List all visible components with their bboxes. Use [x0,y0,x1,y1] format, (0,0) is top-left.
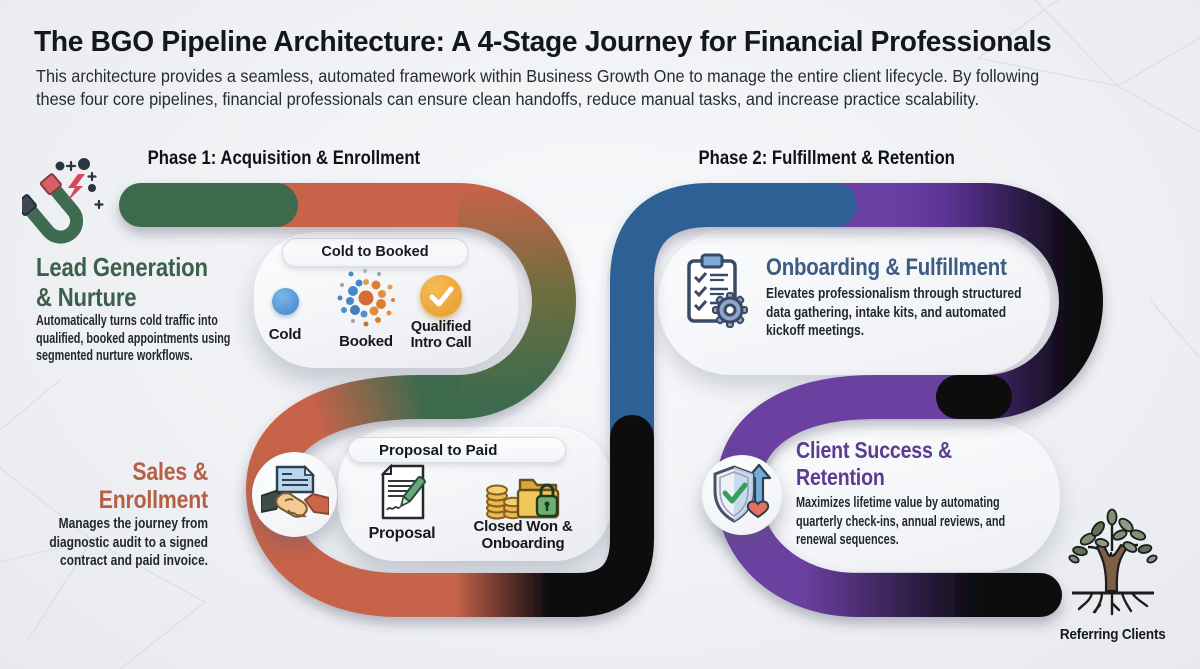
clipboard-gear-icon [687,253,748,328]
page-subtitle-line-1: This architecture provides a seamless, a… [36,66,1040,86]
stage-description-sales-enrollment: Manages the journey from diagnostic audi… [49,515,209,569]
cold-dot-icon [272,288,299,315]
booked-cluster-icon [337,269,395,327]
page-subtitle-line-2: these four core pipelines, financial pro… [36,89,979,109]
callout-title-cold-to-booked: Cold to Booked [282,238,468,267]
qualified-check-icon [420,275,462,317]
callout-title-proposal-to-paid: Proposal to Paid [348,437,566,463]
phase-1-label: Phase 1: Acquisition & Enrollment [147,148,421,169]
phase-2-label: Phase 2: Fulfillment & Retention [698,148,956,169]
stage-chip-label: Booked [339,333,393,350]
closed-won-icon [486,478,560,520]
stage-title-sales-enrollment: Sales & Enrollment [98,458,208,514]
callout-card-proposal-to-paid: Proposal to Paid Proposal [338,427,612,561]
magnet-icon [22,158,104,244]
stage-title-lead-generation: Lead Generation & Nurture [36,252,208,312]
stage-chip-label: Qualified Intro Call [410,319,472,351]
referring-clients-tree-icon [1068,508,1158,616]
proposal-doc-icon [380,464,426,520]
referring-clients-label: Referring Clients [1060,626,1166,643]
stage-chip-label: Closed Won & Onboarding [473,518,573,552]
page-title: The BGO Pipeline Architecture: A 4-Stage… [34,26,1052,58]
handshake-icon [252,452,337,537]
stage-description-onboarding-fulfillment: Elevates professionalism through structu… [766,285,1022,339]
stage-title-onboarding-fulfillment: Onboarding & Fulfillment [766,254,1007,281]
stage-description-lead-generation: Automatically turns cold traffic into qu… [36,312,231,364]
stage-title-client-success: Client Success & Retention [796,437,952,490]
stage-chip-label: Proposal [368,525,436,542]
stage-chip-label: Cold [268,326,302,343]
shield-check-icon [702,455,782,535]
